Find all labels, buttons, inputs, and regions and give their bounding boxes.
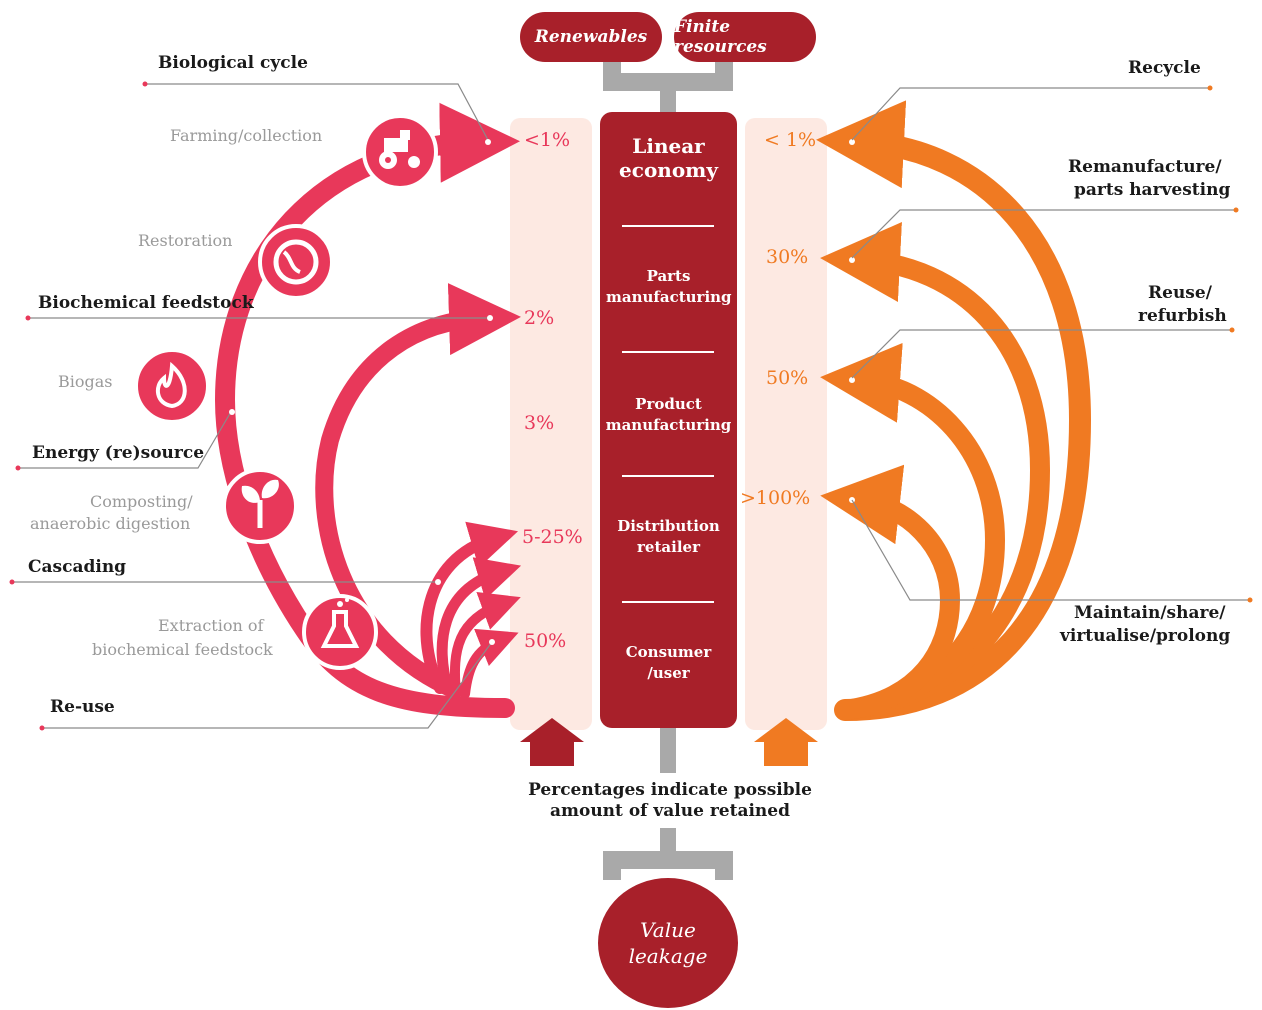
label-composting-line1: Composting/ <box>90 492 193 511</box>
main-bio-loop-arrow <box>214 102 520 718</box>
stage-linear-economy: Linear economy <box>619 134 718 182</box>
right-pct-1: < 1% <box>764 129 817 151</box>
value-leakage-line2: leakage <box>628 944 708 968</box>
label-remanufacture-line2: parts harvesting <box>1074 180 1231 200</box>
cascade-arrow-1 <box>420 521 519 694</box>
right-pct-3: 50% <box>766 367 809 389</box>
label-recycle: Recycle <box>1128 58 1201 78</box>
flask-icon <box>302 594 378 670</box>
footnote-line2: amount of value retained <box>549 801 790 821</box>
label-cascading: Cascading <box>28 557 127 577</box>
label-maintain-line2: virtualise/prolong <box>1060 626 1231 646</box>
right-leader-lines <box>851 87 1250 601</box>
stage-distribution-retailer: Distribution retailer <box>617 517 720 556</box>
left-pct-1: <1% <box>524 129 571 151</box>
cascade-arrow-4 <box>460 628 519 699</box>
label-maintain-line1: Maintain/share/ <box>1074 603 1226 623</box>
left-pct-3: 3% <box>524 412 555 434</box>
lower-stem <box>660 828 676 858</box>
top-connector <box>603 62 733 91</box>
earth-icon <box>258 224 334 300</box>
right-pct-4: >100% <box>740 487 811 509</box>
cascade-arrow-3 <box>449 592 521 697</box>
tractor-icon <box>362 114 438 190</box>
label-extraction-line1: Extraction of <box>158 616 264 635</box>
label-extraction-line2: biochemical feedstock <box>92 640 273 659</box>
footnote: Percentages indicate possible amount of … <box>500 780 840 822</box>
bottom-connector <box>603 851 733 880</box>
finite-resources-pill: Finite resources <box>674 12 816 62</box>
right-leader-dots <box>1207 85 1253 603</box>
label-biological-cycle: Biological cycle <box>158 53 308 73</box>
left-value-band <box>510 118 592 730</box>
label-remanufacture-line1: Remanufacture/ <box>1068 157 1222 177</box>
label-biogas: Biogas <box>58 372 113 391</box>
label-reuse-line1: Reuse/ <box>1148 283 1212 303</box>
label-energy-resource: Energy (re)source <box>32 443 205 463</box>
label-restoration: Restoration <box>138 231 233 250</box>
footnote-line1: Percentages indicate possible <box>528 780 812 800</box>
right-pct-2: 30% <box>766 246 809 268</box>
value-leakage-circle: Value leakage <box>598 878 738 1008</box>
left-leader-lines <box>12 83 493 729</box>
left-pct-2: 2% <box>524 307 555 329</box>
stage-dividers <box>622 225 714 603</box>
linear-economy-column <box>600 112 737 728</box>
right-up-arrow <box>754 718 818 766</box>
cascade-arrow-2 <box>436 557 522 696</box>
value-leakage-line1: Value <box>640 918 696 942</box>
label-composting-line2: anaerobic digestion <box>30 514 191 533</box>
label-biochemical-feedstock: Biochemical feedstock <box>38 293 254 313</box>
stage-parts-manufacturing: Parts manufacturing <box>606 267 732 306</box>
recycle-arrow <box>816 100 1092 721</box>
sprout-icon <box>222 468 298 544</box>
flame-icon <box>134 348 210 424</box>
left-up-arrow <box>520 718 584 766</box>
left-leader-dots <box>9 81 148 731</box>
renewables-pill: Renewables <box>520 12 662 62</box>
technical-cycle-flows <box>816 100 1092 721</box>
left-pct-4: 5-25% <box>522 526 583 548</box>
label-reuse-line2: refurbish <box>1138 306 1227 326</box>
leader-end-dots <box>229 139 855 645</box>
left-pct-5: 50% <box>524 630 567 652</box>
stage-product-manufacturing: Product manufacturing <box>605 395 732 434</box>
right-value-band <box>745 118 827 730</box>
bottom-stem <box>660 725 676 773</box>
label-re-use: Re-use <box>50 697 115 717</box>
label-farming: Farming/collection <box>170 126 323 145</box>
stage-consumer-user: Consumer /user <box>625 643 712 682</box>
